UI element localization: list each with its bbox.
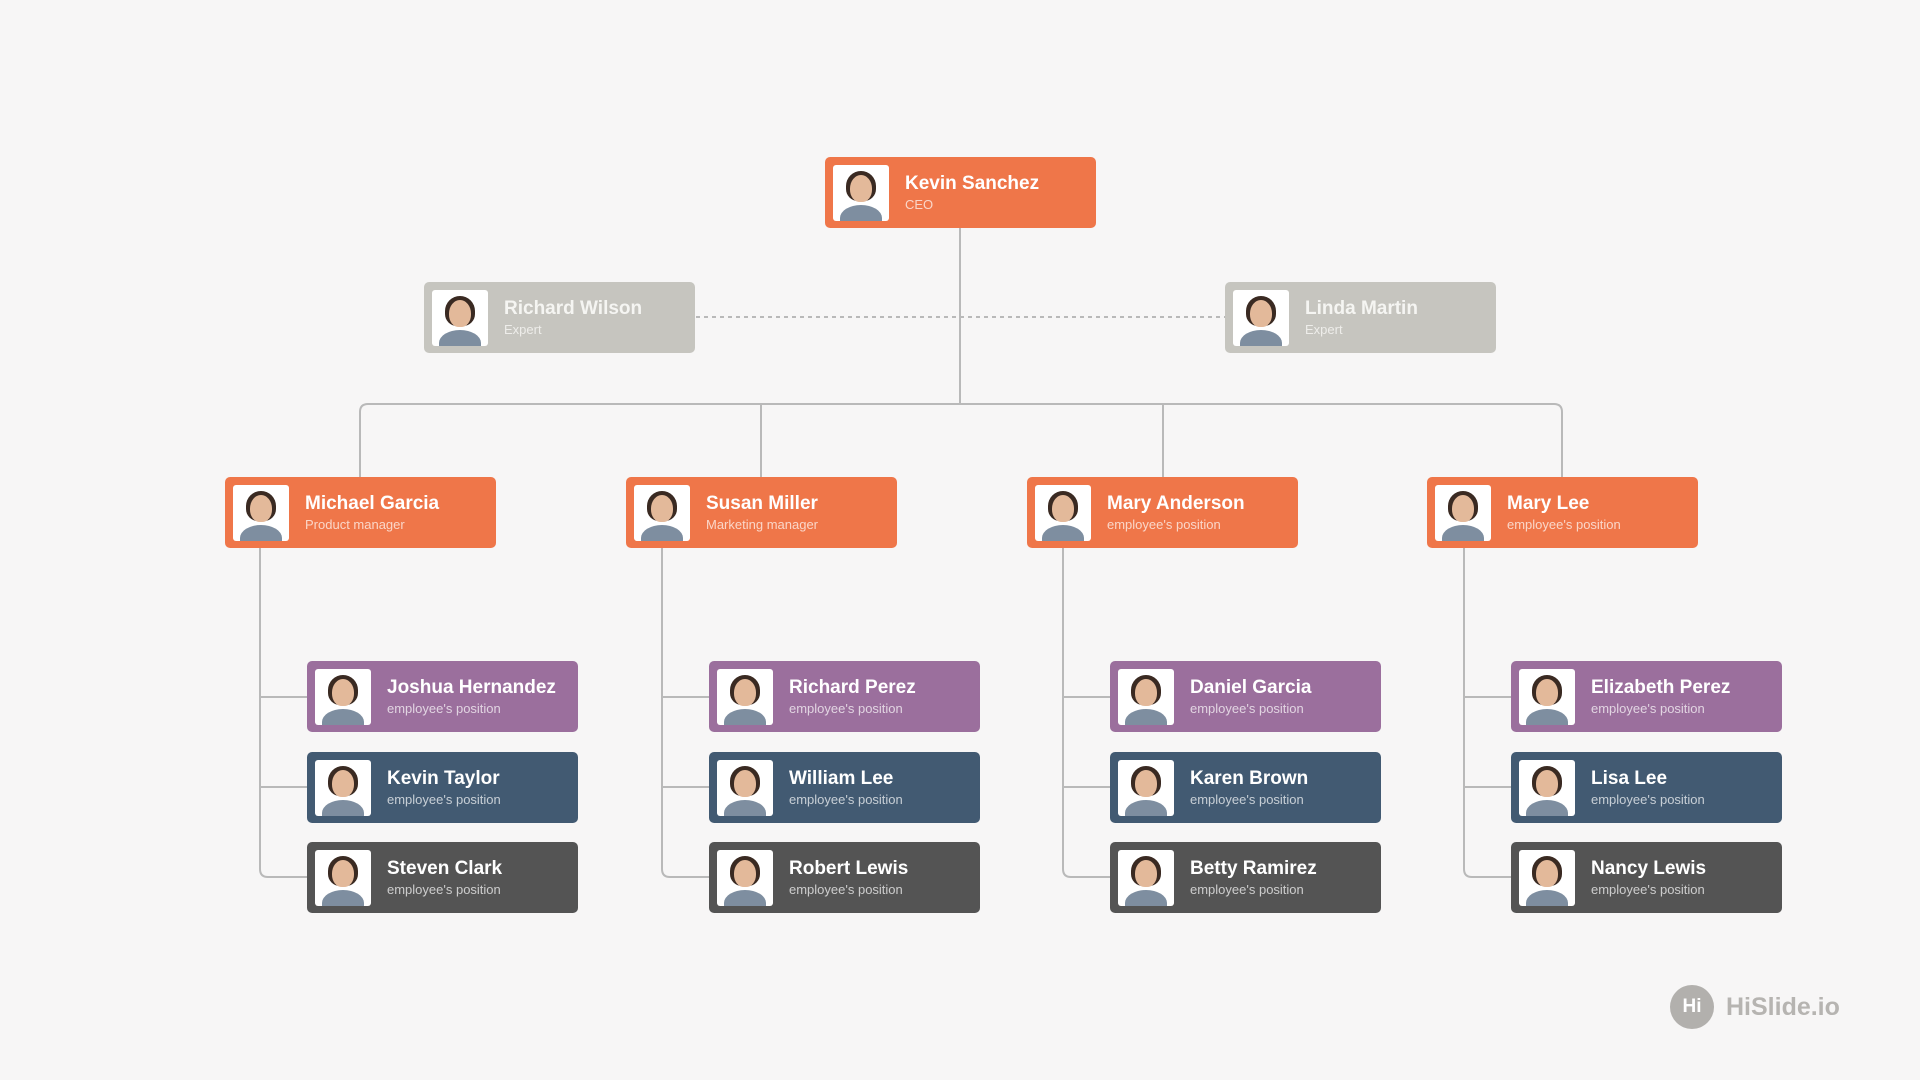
person-role: employee's position <box>387 700 501 716</box>
person-name: Mary Anderson <box>1107 492 1245 514</box>
avatar <box>1519 849 1575 906</box>
person-name: Lisa Lee <box>1591 767 1668 789</box>
avatar <box>717 668 773 725</box>
avatar <box>1118 759 1174 816</box>
person-name: Kevin Taylor <box>387 767 500 789</box>
person-name: Robert Lewis <box>789 857 909 879</box>
advisor-card-linda-martin[interactable]: Linda Martin Expert <box>1225 282 1496 353</box>
advisor-card-richard-wilson[interactable]: Richard Wilson Expert <box>424 282 695 353</box>
avatar <box>1519 668 1575 725</box>
person-name: Betty Ramirez <box>1190 857 1317 879</box>
person-name: Steven Clark <box>387 857 503 879</box>
manager-card-mary-anderson[interactable]: Mary Anderson employee's position <box>1027 477 1298 548</box>
person-name: Kevin Sanchez <box>905 172 1040 194</box>
person-role: Expert <box>1305 321 1343 337</box>
report-card[interactable]: Steven Clark employee's position <box>307 842 578 913</box>
avatar <box>833 164 889 221</box>
person-role: employee's position <box>789 700 903 716</box>
report-card[interactable]: Robert Lewis employee's position <box>709 842 980 913</box>
avatar <box>1233 289 1289 346</box>
avatar <box>717 759 773 816</box>
report-card[interactable]: Kevin Taylor employee's position <box>307 752 578 823</box>
person-name: Richard Perez <box>789 676 916 698</box>
person-name: Michael Garcia <box>305 492 440 514</box>
person-role: employee's position <box>1591 791 1705 807</box>
brand-watermark: Hi HiSlide.io <box>1670 985 1840 1029</box>
report-card[interactable]: Karen Brown employee's position <box>1110 752 1381 823</box>
avatar <box>634 484 690 541</box>
person-name: Karen Brown <box>1190 767 1309 789</box>
report-card[interactable]: Nancy Lewis employee's position <box>1511 842 1782 913</box>
person-role: employee's position <box>789 791 903 807</box>
person-name: William Lee <box>789 767 894 789</box>
manager-card-mary-lee[interactable]: Mary Lee employee's position <box>1427 477 1698 548</box>
person-role: employee's position <box>1591 881 1705 897</box>
report-card[interactable]: Joshua Hernandez employee's position <box>307 661 578 732</box>
avatar <box>1435 484 1491 541</box>
person-name: Elizabeth Perez <box>1591 676 1731 698</box>
person-role: employee's position <box>1591 700 1705 716</box>
person-role: Product manager <box>305 516 405 532</box>
person-role: employee's position <box>387 881 501 897</box>
person-name: Joshua Hernandez <box>387 676 556 698</box>
person-role: employee's position <box>1107 516 1221 532</box>
avatar <box>1035 484 1091 541</box>
person-role: employee's position <box>1190 881 1304 897</box>
brand-logo-icon: Hi <box>1670 985 1714 1029</box>
person-role: Marketing manager <box>706 516 818 532</box>
person-role: Expert <box>504 321 542 337</box>
report-card[interactable]: Betty Ramirez employee's position <box>1110 842 1381 913</box>
avatar <box>1118 849 1174 906</box>
avatar <box>1118 668 1174 725</box>
report-card[interactable]: Daniel Garcia employee's position <box>1110 661 1381 732</box>
avatar <box>717 849 773 906</box>
avatar <box>1519 759 1575 816</box>
avatar <box>233 484 289 541</box>
person-role: employee's position <box>789 881 903 897</box>
ceo-card[interactable]: Kevin Sanchez CEO <box>825 157 1096 228</box>
person-name: Susan Miller <box>706 492 818 514</box>
avatar <box>315 759 371 816</box>
brand-name: HiSlide.io <box>1726 992 1840 1021</box>
person-name: Nancy Lewis <box>1591 857 1707 879</box>
avatar <box>315 668 371 725</box>
manager-card-michael-garcia[interactable]: Michael Garcia Product manager <box>225 477 496 548</box>
manager-card-susan-miller[interactable]: Susan Miller Marketing manager <box>626 477 897 548</box>
person-name: Linda Martin <box>1305 297 1418 319</box>
person-name: Daniel Garcia <box>1190 676 1312 698</box>
report-card[interactable]: Lisa Lee employee's position <box>1511 752 1782 823</box>
person-role: employee's position <box>1507 516 1621 532</box>
report-card[interactable]: Elizabeth Perez employee's position <box>1511 661 1782 732</box>
person-name: Mary Lee <box>1507 492 1590 514</box>
person-role: employee's position <box>1190 791 1304 807</box>
person-role: employee's position <box>387 791 501 807</box>
avatar <box>432 289 488 346</box>
avatar <box>315 849 371 906</box>
person-name: Richard Wilson <box>504 297 643 319</box>
report-card[interactable]: William Lee employee's position <box>709 752 980 823</box>
report-card[interactable]: Richard Perez employee's position <box>709 661 980 732</box>
person-role: employee's position <box>1190 700 1304 716</box>
person-role: CEO <box>905 196 934 212</box>
